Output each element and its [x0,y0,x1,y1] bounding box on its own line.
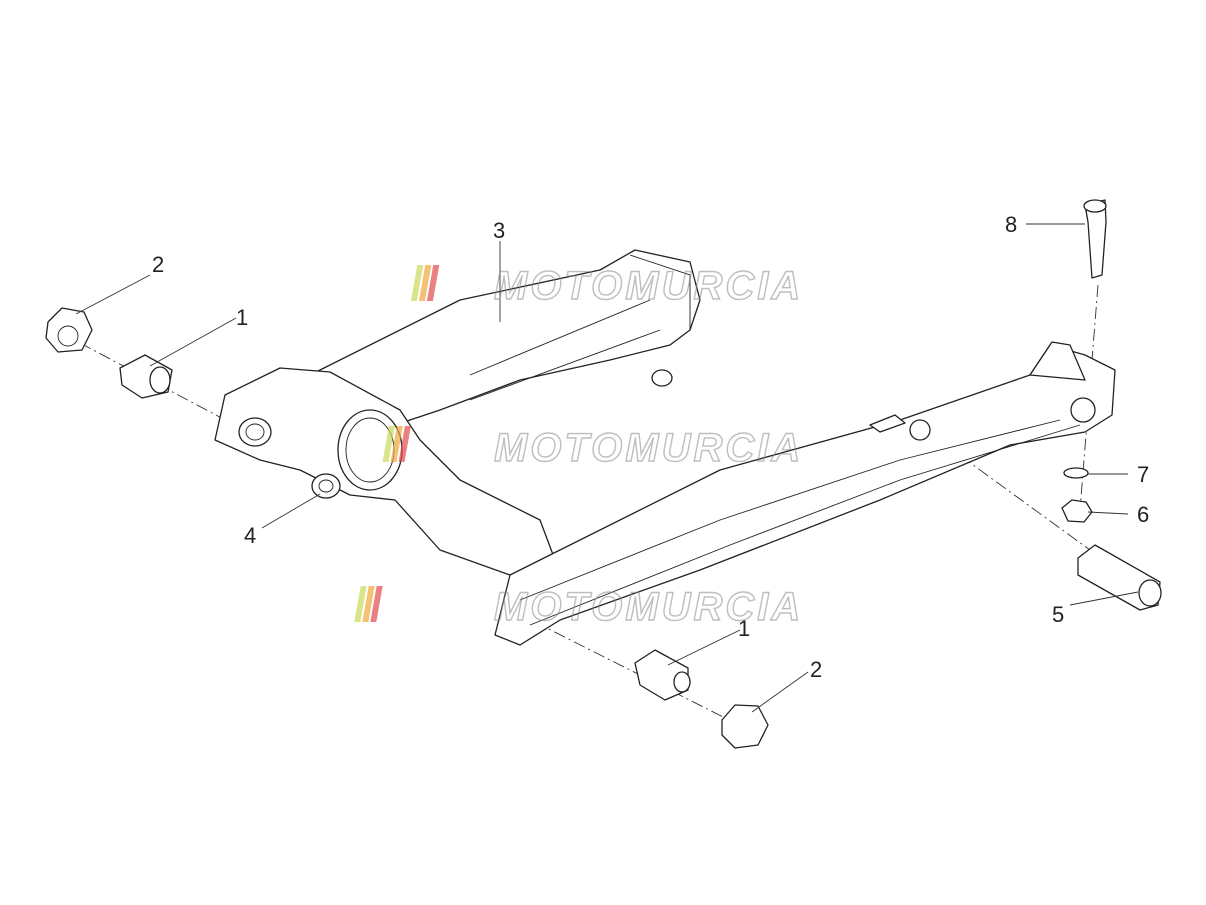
callout-6: 6 [1137,502,1149,527]
callout-5: 5 [1052,602,1064,627]
nut-2-upper [45,307,93,353]
washer-7 [1063,467,1089,479]
callout-3: 3 [493,218,505,243]
callout-2-lower: 2 [810,657,822,682]
callout-1-lower: 1 [738,616,750,641]
callout-8: 8 [1005,212,1017,237]
callout-labels: 1 2 3 4 5 6 7 8 1 2 [152,212,1149,682]
watermark-text: MOTOMURCIA [494,264,803,308]
watermark-text: MOTOMURCIA [494,426,803,470]
swingarm-body [214,249,1116,646]
watermark-middle: MOTOMURCIA [382,425,803,471]
washer-4 [311,473,341,499]
screw-8 [1083,199,1107,279]
watermark-bottom: MOTOMURCIA [354,584,803,630]
pin-5 [1077,544,1162,611]
callout-1-upper: 1 [236,305,248,330]
callout-2-upper: 2 [152,252,164,277]
watermark-top: MOTOMURCIA [410,263,803,309]
callout-7: 7 [1137,462,1149,487]
bushing-1-lower [634,649,691,701]
watermark-text: MOTOMURCIA [494,585,803,629]
callout-4: 4 [244,523,256,548]
bushing-1-upper [119,354,173,399]
nut-6 [1061,499,1093,523]
leader-lines [75,223,1139,713]
nut-2-lower [721,704,769,749]
